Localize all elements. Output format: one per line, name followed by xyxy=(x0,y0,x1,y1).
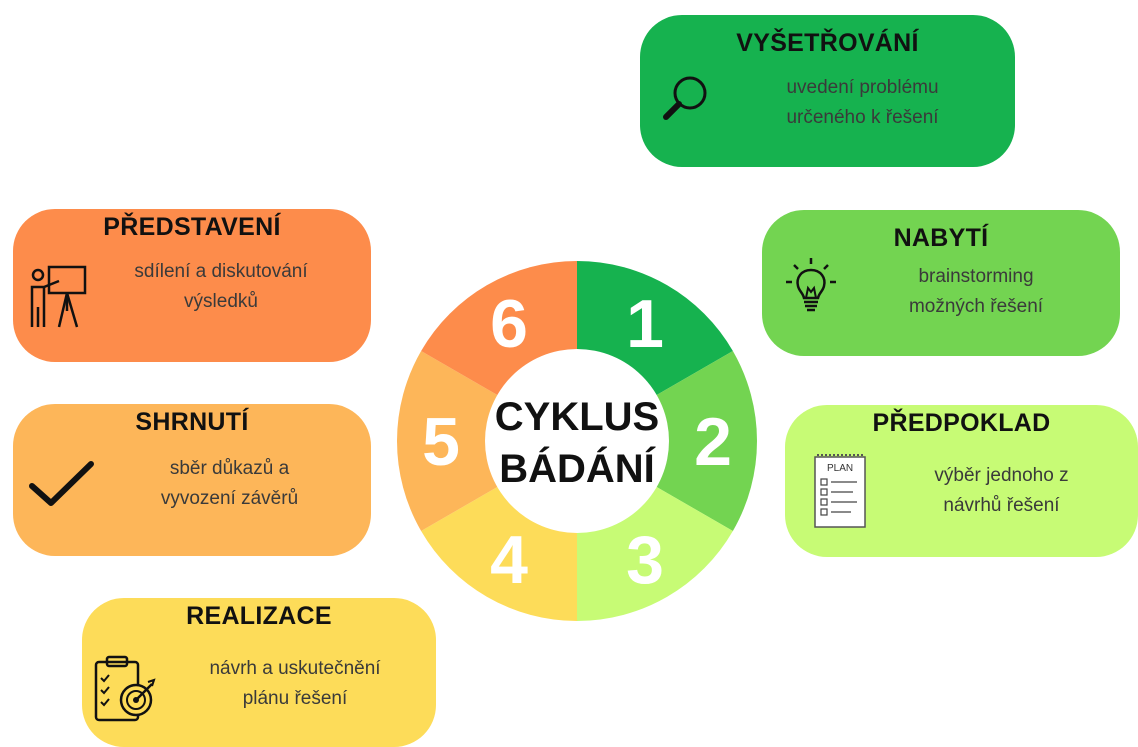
card-shrnuti: SHRNUTÍ sběr důkazů a vyvození závěrů xyxy=(13,404,371,556)
card-realizace: REALIZACE návrh a uskutečnění plánu řeše… xyxy=(82,598,436,747)
wheel-center-title-line1: CYKLUS xyxy=(495,395,659,439)
card-description: výběr jednoho z návrhů řešení xyxy=(880,461,1123,521)
checkmark-icon xyxy=(29,460,95,508)
card-title: REALIZACE xyxy=(186,602,332,630)
card-description: sběr důkazů a vyvození závěrů xyxy=(98,454,361,514)
wheel-number-2: 2 xyxy=(694,404,732,480)
wheel-number-4: 4 xyxy=(490,522,528,598)
card-description: návrh a uskutečnění plánu řešení xyxy=(164,654,426,714)
card-text-line: brainstorming xyxy=(918,266,1034,287)
card-text-line: sdílení a diskutování xyxy=(134,261,308,282)
card-text-line: možných řešení xyxy=(908,296,1044,317)
card-title: VYŠETŘOVÁNÍ xyxy=(736,29,919,57)
card-text-line: výsledků xyxy=(184,291,258,312)
card-title: PŘEDPOKLAD xyxy=(872,409,1051,437)
cycle-wheel-graphic: 123 456 CYKLUS BÁDÁNÍ xyxy=(397,261,757,621)
card-vysetrovani: VYŠETŘOVÁNÍ uvedení problému určeného k … xyxy=(640,15,1015,167)
card-predpoklad: PŘEDPOKLAD PLAN výběr jednoho z návrhů ř… xyxy=(785,405,1138,557)
card-title: PŘEDSTAVENÍ xyxy=(103,213,281,241)
magnifier-icon xyxy=(660,71,712,123)
card-text-line: návrh a uskutečnění xyxy=(209,658,381,679)
plan-label: PLAN xyxy=(827,463,853,474)
wheel-center-circle xyxy=(485,349,669,533)
card-text-line: sběr důkazů a xyxy=(169,458,290,479)
card-title: SHRNUTÍ xyxy=(135,408,249,436)
card-text-line: výběr jednoho z xyxy=(934,465,1069,486)
wheel-number-6: 6 xyxy=(490,286,528,362)
card-description: uvedení problému určeného k řešení xyxy=(720,73,1005,133)
card-text-line: vyvození závěrů xyxy=(160,488,299,509)
card-title: NABYTÍ xyxy=(893,224,989,252)
card-text-line: návrhů řešení xyxy=(943,495,1060,516)
card-description: sdílení a diskutování výsledků xyxy=(93,257,349,317)
card-description: brainstorming možných řešení xyxy=(842,262,1110,322)
card-text-line: určeného k řešení xyxy=(786,107,939,128)
card-text-line: uvedení problému xyxy=(786,77,939,98)
card-predstaveni: PŘEDSTAVENÍ sdílení a diskutování výsled… xyxy=(13,209,371,362)
lightbulb-icon xyxy=(784,256,838,318)
presenter-board-icon xyxy=(29,263,89,329)
wheel-center-title-line2: BÁDÁNÍ xyxy=(499,446,655,491)
plan-checklist-icon: PLAN xyxy=(813,453,867,529)
card-text-line: plánu řešení xyxy=(242,688,348,709)
clipboard-target-icon xyxy=(92,654,158,724)
wheel-number-1: 1 xyxy=(626,286,664,362)
card-nabyti: NABYTÍ brainstorming možných řešení xyxy=(762,210,1120,356)
wheel-number-3: 3 xyxy=(626,522,664,598)
wheel-number-5: 5 xyxy=(422,404,460,480)
